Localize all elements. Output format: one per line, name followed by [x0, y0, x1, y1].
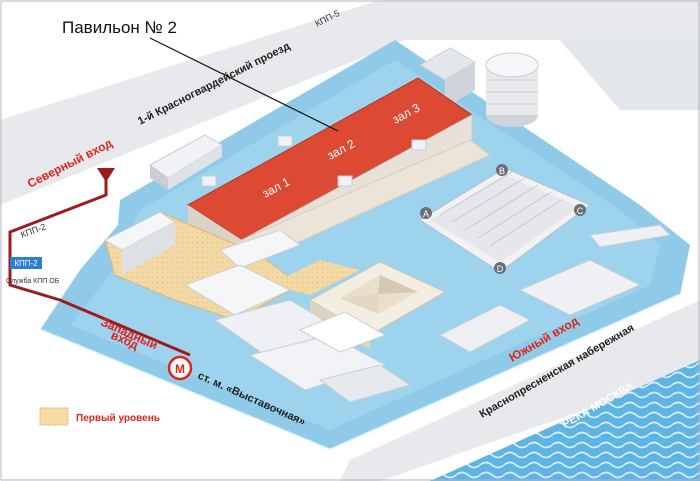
pavilion-abcd[interactable] [419, 167, 591, 273]
svg-text:A: A [423, 209, 429, 219]
legend-swatch-first-level [39, 407, 69, 426]
service-label: Служба КПП ОБ [6, 277, 60, 285]
kpp2-box [10, 257, 42, 269]
title-pointer-line [149, 37, 339, 132]
svg-text:B: B [499, 166, 505, 176]
svg-text:М: М [175, 362, 185, 376]
legend-first-level-label: Первый уровень [76, 413, 160, 424]
legend: Первый уровень [39, 407, 160, 426]
svg-text:D: D [497, 264, 504, 274]
kpp2-box-label: КПП-2 [14, 259, 38, 268]
building-letters: B C D A [420, 164, 586, 274]
tower [485, 52, 539, 127]
lower-complex [183, 264, 412, 403]
svg-text:C: C [577, 206, 584, 216]
page-title: Павильон № 2 [62, 18, 177, 37]
small-buildings [149, 47, 476, 190]
metro-marker[interactable]: М [167, 355, 193, 381]
